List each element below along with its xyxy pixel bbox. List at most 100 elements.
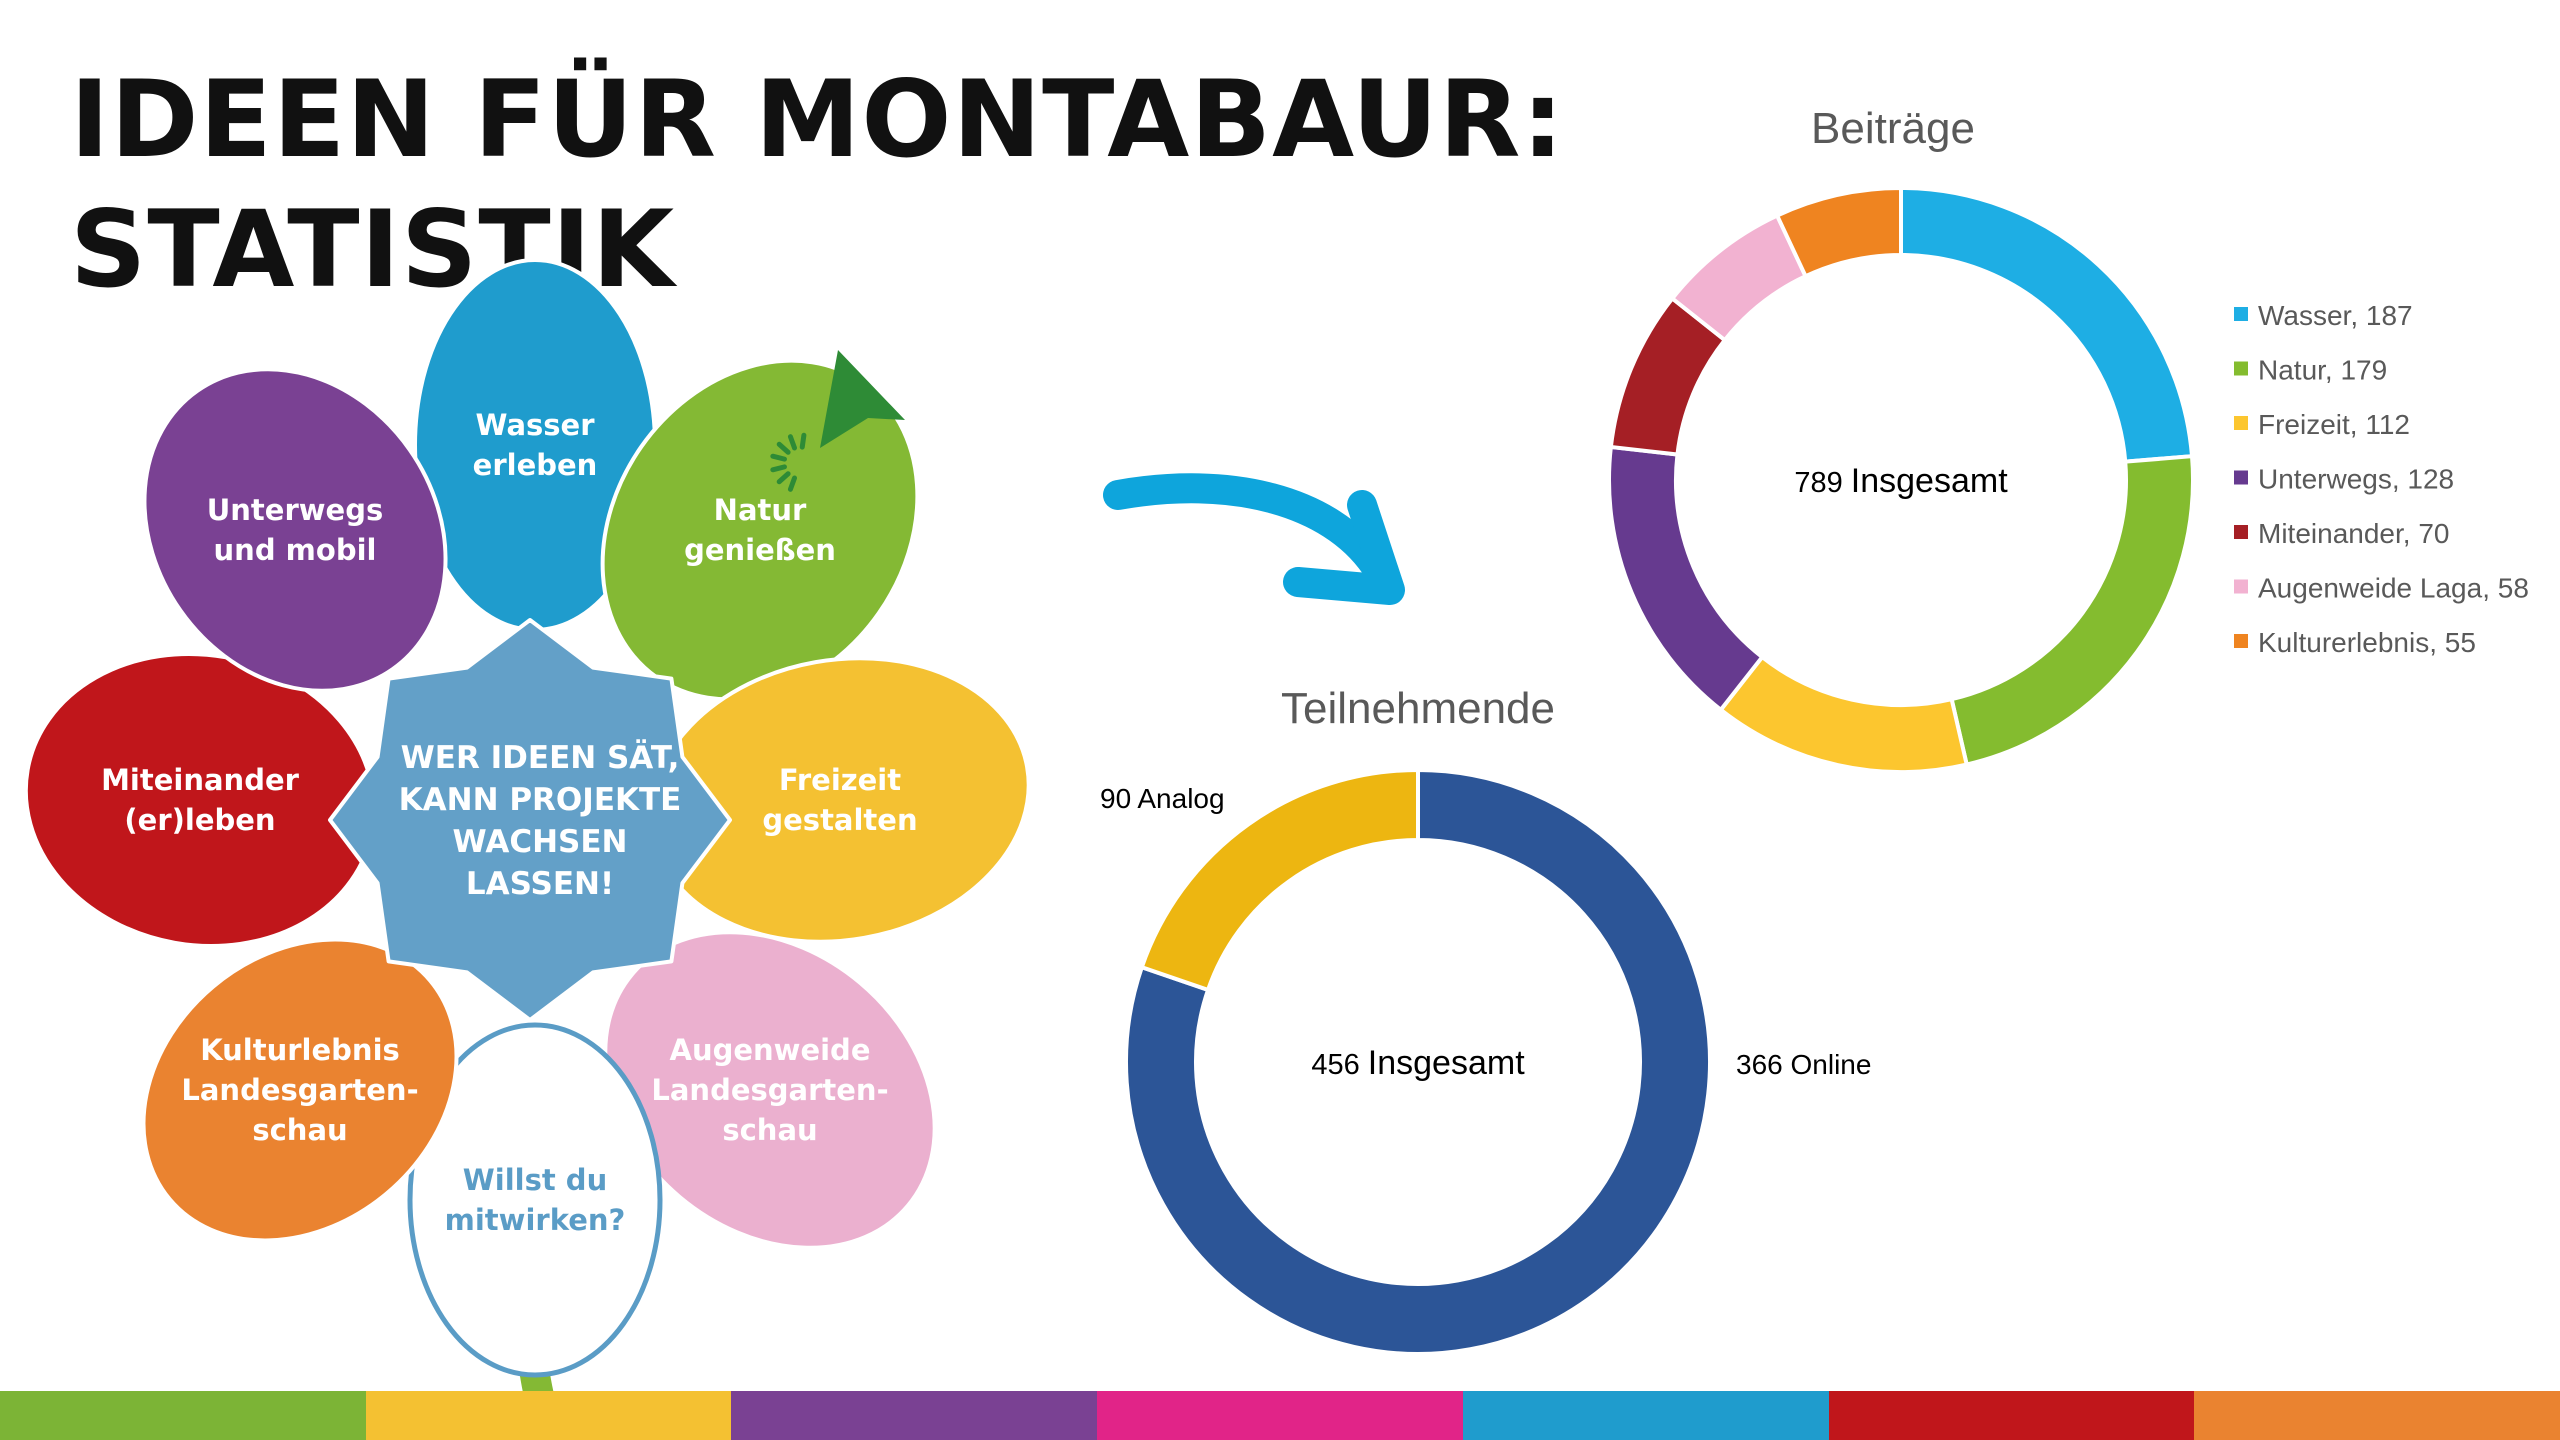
legend-item: Wasser, 187 xyxy=(2234,300,2413,331)
beitraege-chart-title: Beiträge xyxy=(1811,104,1975,153)
flower-center-slogan-line: WER IDEEN SÄT, xyxy=(401,740,680,776)
petal-mitwirken-label: Willst du mitwirken? xyxy=(445,1163,626,1237)
legend-swatch xyxy=(2234,416,2248,430)
petal-mitwirken-label-line: mitwirken? xyxy=(445,1203,626,1237)
petal-wasser-label: Wasser erleben xyxy=(473,408,598,482)
flower-center-slogan-line: KANN PROJEKTE xyxy=(399,782,682,818)
bottom-bar-segment xyxy=(2194,1391,2560,1440)
bottom-bar-segment xyxy=(0,1391,366,1440)
cursor-click-ray xyxy=(787,434,798,451)
flower-center-slogan-line: WACHSEN xyxy=(453,824,628,860)
teilnehmende-center-number: 456 xyxy=(1311,1049,1367,1081)
bottom-bar-segment xyxy=(731,1391,1098,1440)
teilnehmende-data-label-online: 366 Online xyxy=(1736,1049,1871,1080)
page-title-line-1: IDEEN FÜR MONTABAUR: xyxy=(70,58,1565,181)
cursor-click-ray xyxy=(787,475,798,492)
flower-center-slogan-line: LASSEN! xyxy=(466,866,614,902)
flow-arrow-head xyxy=(1283,490,1405,605)
petal-freizeit-label: Freizeit gestalten xyxy=(762,763,917,837)
petal-augenweide-label-line: Landesgarten- xyxy=(651,1073,888,1107)
petal-miteinander-label: Miteinander (er)leben xyxy=(101,763,300,837)
cursor-click-ray xyxy=(770,453,787,462)
flower-center-slogan: WER IDEEN SÄT, KANN PROJEKTE WACHSEN LASSEN… xyxy=(399,740,682,902)
legend-label: Kulturerlebnis, 55 xyxy=(2258,627,2476,658)
petal-unterwegs-label: Unterwegs und mobil xyxy=(207,493,384,567)
petal-kultur-label-line: Landesgarten- xyxy=(181,1073,418,1107)
petal-wasser: Wasser erleben xyxy=(413,258,657,632)
cursor-click-ray xyxy=(770,464,787,473)
legend-label: Unterwegs, 128 xyxy=(2258,464,2454,495)
legend-item: Kulturerlebnis, 55 xyxy=(2234,627,2476,658)
beitraege-slice-kulturerlebnis xyxy=(1774,185,1903,279)
petal-kultur-label-line: Kulturlebnis xyxy=(200,1033,400,1067)
legend-swatch xyxy=(2234,307,2248,321)
legend-label: Miteinander, 70 xyxy=(2258,518,2449,549)
petal-kultur-label-line: schau xyxy=(252,1113,347,1147)
beitraege-slice-natur xyxy=(1949,454,2195,767)
petal-mitwirken: Willst du mitwirken? xyxy=(407,1022,663,1378)
beitraege-center-number: 789 xyxy=(1794,467,1850,499)
petal-mitwirken-label-line: Willst du xyxy=(463,1163,607,1197)
petal-miteinander: Miteinander (er)leben xyxy=(23,652,377,948)
beitraege-center-label: 789 Insgesamt xyxy=(1794,462,2008,500)
teilnehmende-slice-analog xyxy=(1139,767,1420,993)
petal-miteinander-label-line: (er)leben xyxy=(124,803,275,837)
petal-miteinander-label-line: Miteinander xyxy=(101,763,300,797)
legend-item: Miteinander, 70 xyxy=(2234,518,2449,549)
cursor-click-ray xyxy=(776,471,791,485)
petal-kultur-shape xyxy=(141,937,459,1243)
legend-swatch xyxy=(2234,525,2248,539)
bottom-bar-segment xyxy=(1097,1391,1463,1440)
petal-mitwirken-shape xyxy=(407,1022,663,1378)
petal-freizeit: Freizeit gestalten xyxy=(649,656,1031,944)
petal-augenweide-shape xyxy=(603,930,937,1250)
beitraege-slice-wasser xyxy=(1899,185,2195,464)
flow-arrow-shaft xyxy=(1103,473,1390,580)
petal-freizeit-label-line: gestalten xyxy=(762,803,917,837)
beitraege-center-text: Insgesamt xyxy=(1851,462,2008,500)
legend-item: Unterwegs, 128 xyxy=(2234,464,2454,495)
bottom-bar-segment xyxy=(1828,1391,2195,1440)
legend-label: Augenweide Laga, 58 xyxy=(2258,573,2529,604)
teilnehmende-data-label-analog: 90 Analog xyxy=(1100,783,1225,814)
beitraege-slice-freizeit xyxy=(1718,654,1970,774)
cursor-icon xyxy=(770,350,905,492)
petal-unterwegs-label-line: Unterwegs xyxy=(207,493,384,527)
bottom-color-bar xyxy=(0,1391,2560,1440)
legend-swatch xyxy=(2234,579,2248,594)
legend-label: Natur, 179 xyxy=(2258,355,2387,386)
flower-center xyxy=(328,618,732,1022)
petal-freizeit-label-line: Freizeit xyxy=(779,763,901,797)
petal-natur-label-line: Natur xyxy=(714,493,807,527)
petal-unterwegs-shape xyxy=(142,367,448,693)
bottom-bar-segment xyxy=(365,1391,732,1440)
cursor-click-ray xyxy=(776,441,791,455)
beitraege-slice-unterwegs xyxy=(1607,444,1765,713)
legend-item: Freizeit, 112 xyxy=(2234,409,2410,440)
petal-augenweide-label-line: Augenweide xyxy=(670,1033,871,1067)
legend-swatch xyxy=(2234,634,2248,648)
flow-arrow xyxy=(1103,473,1405,605)
legend-item: Augenweide Laga, 58 xyxy=(2234,573,2529,604)
cursor-arrow-shape xyxy=(820,350,905,448)
teilnehmende-slice-online xyxy=(1124,767,1712,1356)
petal-wasser-label-line: erleben xyxy=(473,448,598,482)
legend-swatch xyxy=(2234,470,2248,485)
legend-swatch xyxy=(2234,361,2248,376)
bottom-bar-segment xyxy=(1462,1391,1829,1440)
teilnehmende-chart-title: Teilnehmende xyxy=(1281,684,1555,733)
legend-label: Freizeit, 112 xyxy=(2258,409,2410,440)
petal-unterwegs-label-line: und mobil xyxy=(214,533,377,567)
cursor-click-ray xyxy=(799,432,807,450)
petal-wasser-label-line: Wasser xyxy=(475,408,595,442)
